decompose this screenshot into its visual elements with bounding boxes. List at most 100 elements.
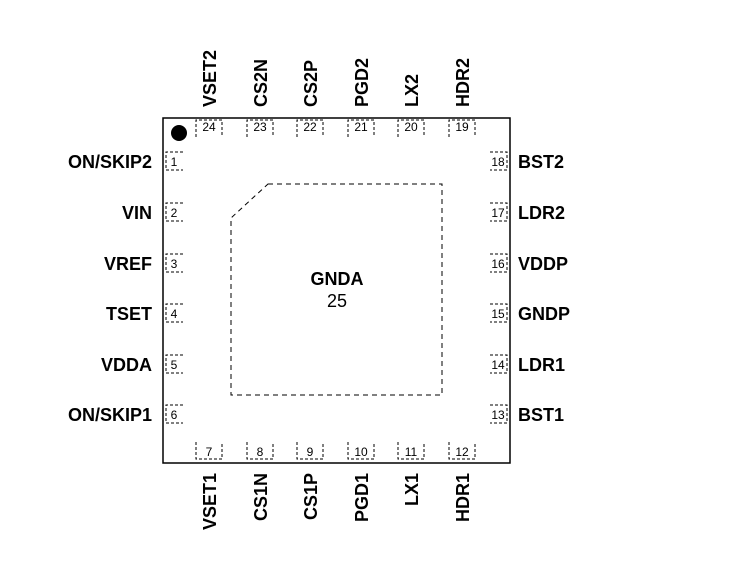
pin-19: 19 HDR2 bbox=[453, 58, 473, 134]
pin-pad-outline bbox=[397, 119, 425, 137]
pin1-marker bbox=[171, 125, 187, 141]
pin-name: LX2 bbox=[402, 74, 422, 107]
pin-pad-outline bbox=[165, 151, 183, 171]
pin-14: 14 LDR1 bbox=[491, 355, 565, 375]
pin-name: ON/SKIP2 bbox=[68, 152, 152, 172]
pin-15: 15 GNDP bbox=[491, 304, 570, 324]
pin-pad-outline bbox=[490, 404, 508, 424]
pin-number: 20 bbox=[404, 120, 418, 134]
pin-number: 24 bbox=[202, 120, 216, 134]
pin-pad-outline bbox=[165, 253, 183, 273]
pin-number: 23 bbox=[253, 120, 267, 134]
pin-20: 20 LX2 bbox=[402, 74, 422, 134]
pin-pad-outline bbox=[165, 404, 183, 424]
pin-name: VSET1 bbox=[200, 473, 220, 530]
pin-pad-outline bbox=[165, 303, 183, 323]
pin-name: HDR2 bbox=[453, 58, 473, 107]
pin-name: VDDA bbox=[101, 355, 152, 375]
pin-name: TSET bbox=[106, 304, 152, 324]
pin-number: 5 bbox=[171, 358, 178, 372]
pin-number: 1 bbox=[171, 155, 178, 169]
pin-name: CS1P bbox=[301, 473, 321, 520]
exposed-pad-number: 25 bbox=[327, 291, 347, 311]
pin-5: 5 VDDA bbox=[101, 355, 178, 375]
pin-name: CS2N bbox=[251, 59, 271, 107]
pin-pad-outline bbox=[195, 442, 223, 460]
pin-pad-outline bbox=[490, 253, 508, 273]
pin-number: 7 bbox=[206, 445, 213, 459]
pin-number: 18 bbox=[491, 155, 505, 169]
pin-pad-outline bbox=[490, 151, 508, 171]
pin-17: 17 LDR2 bbox=[491, 203, 565, 223]
pin-number: 12 bbox=[455, 445, 469, 459]
pin-number: 8 bbox=[257, 445, 264, 459]
pin-number: 13 bbox=[491, 408, 505, 422]
pin-3: 3 VREF bbox=[104, 254, 178, 274]
pin-number: 14 bbox=[491, 358, 505, 372]
pin-number: 11 bbox=[405, 445, 418, 459]
pin-1: 1 ON/SKIP2 bbox=[68, 152, 178, 172]
pin-number: 21 bbox=[354, 120, 368, 134]
pin-name: PGD1 bbox=[352, 473, 372, 522]
pin-name: VSET2 bbox=[200, 50, 220, 107]
pin-pad-outline bbox=[347, 119, 375, 137]
pin-name: VREF bbox=[104, 254, 152, 274]
pin-23: 23 CS2N bbox=[251, 59, 271, 134]
pin-number: 6 bbox=[171, 408, 178, 422]
pin-pad-outline bbox=[490, 202, 508, 222]
pin-name: GNDP bbox=[518, 304, 570, 324]
pin-number: 22 bbox=[303, 120, 317, 134]
pin-pad-outline bbox=[246, 442, 274, 460]
pin-number: 15 bbox=[491, 307, 505, 321]
pin-pad-outline bbox=[490, 303, 508, 323]
pin-name: BST2 bbox=[518, 152, 564, 172]
pin-pad-outline bbox=[195, 119, 223, 137]
pin-name: VDDP bbox=[518, 254, 568, 274]
pin-21: 21 PGD2 bbox=[352, 58, 372, 134]
pin-pad-outline bbox=[246, 119, 274, 137]
pin-22: 22 CS2P bbox=[301, 60, 321, 134]
pin-24: 24 VSET2 bbox=[200, 50, 220, 134]
pin-name: BST1 bbox=[518, 405, 564, 425]
pin-name: ON/SKIP1 bbox=[68, 405, 152, 425]
pin-pad-outline bbox=[165, 354, 183, 374]
exposed-pad-name: GNDA bbox=[311, 269, 364, 289]
pin-name: VIN bbox=[122, 203, 152, 223]
pin-pad-outline bbox=[490, 354, 508, 374]
pin-name: LDR2 bbox=[518, 203, 565, 223]
pin-18: 18 BST2 bbox=[491, 152, 564, 172]
pin-number: 19 bbox=[455, 120, 469, 134]
pin-pad-outline bbox=[296, 119, 324, 137]
pin-name: CS1N bbox=[251, 473, 271, 521]
pin-pad-outline bbox=[347, 442, 375, 460]
pin-number: 16 bbox=[491, 257, 505, 271]
exposed-pad-outline bbox=[230, 183, 443, 396]
pin-pad-outline bbox=[165, 202, 183, 222]
pin-number: 3 bbox=[171, 257, 178, 271]
pin-6: 6 ON/SKIP1 bbox=[68, 405, 178, 425]
pin-name: CS2P bbox=[301, 60, 321, 107]
pin-16: 16 VDDP bbox=[491, 254, 568, 274]
pin-name: HDR1 bbox=[453, 473, 473, 522]
pin-13: 13 BST1 bbox=[491, 405, 564, 425]
pin-pad-outline bbox=[296, 442, 324, 460]
pin-pad-outline bbox=[397, 442, 425, 460]
pin-pad-outline bbox=[448, 119, 476, 137]
pin-number: 17 bbox=[491, 206, 505, 220]
package-outline bbox=[162, 117, 511, 464]
pin-name: LX1 bbox=[402, 473, 422, 506]
pin-pad-outline bbox=[448, 442, 476, 460]
pin-name: PGD2 bbox=[352, 58, 372, 107]
pin-name: LDR1 bbox=[518, 355, 565, 375]
pin-number: 9 bbox=[307, 445, 314, 459]
pin-number: 4 bbox=[171, 307, 178, 321]
